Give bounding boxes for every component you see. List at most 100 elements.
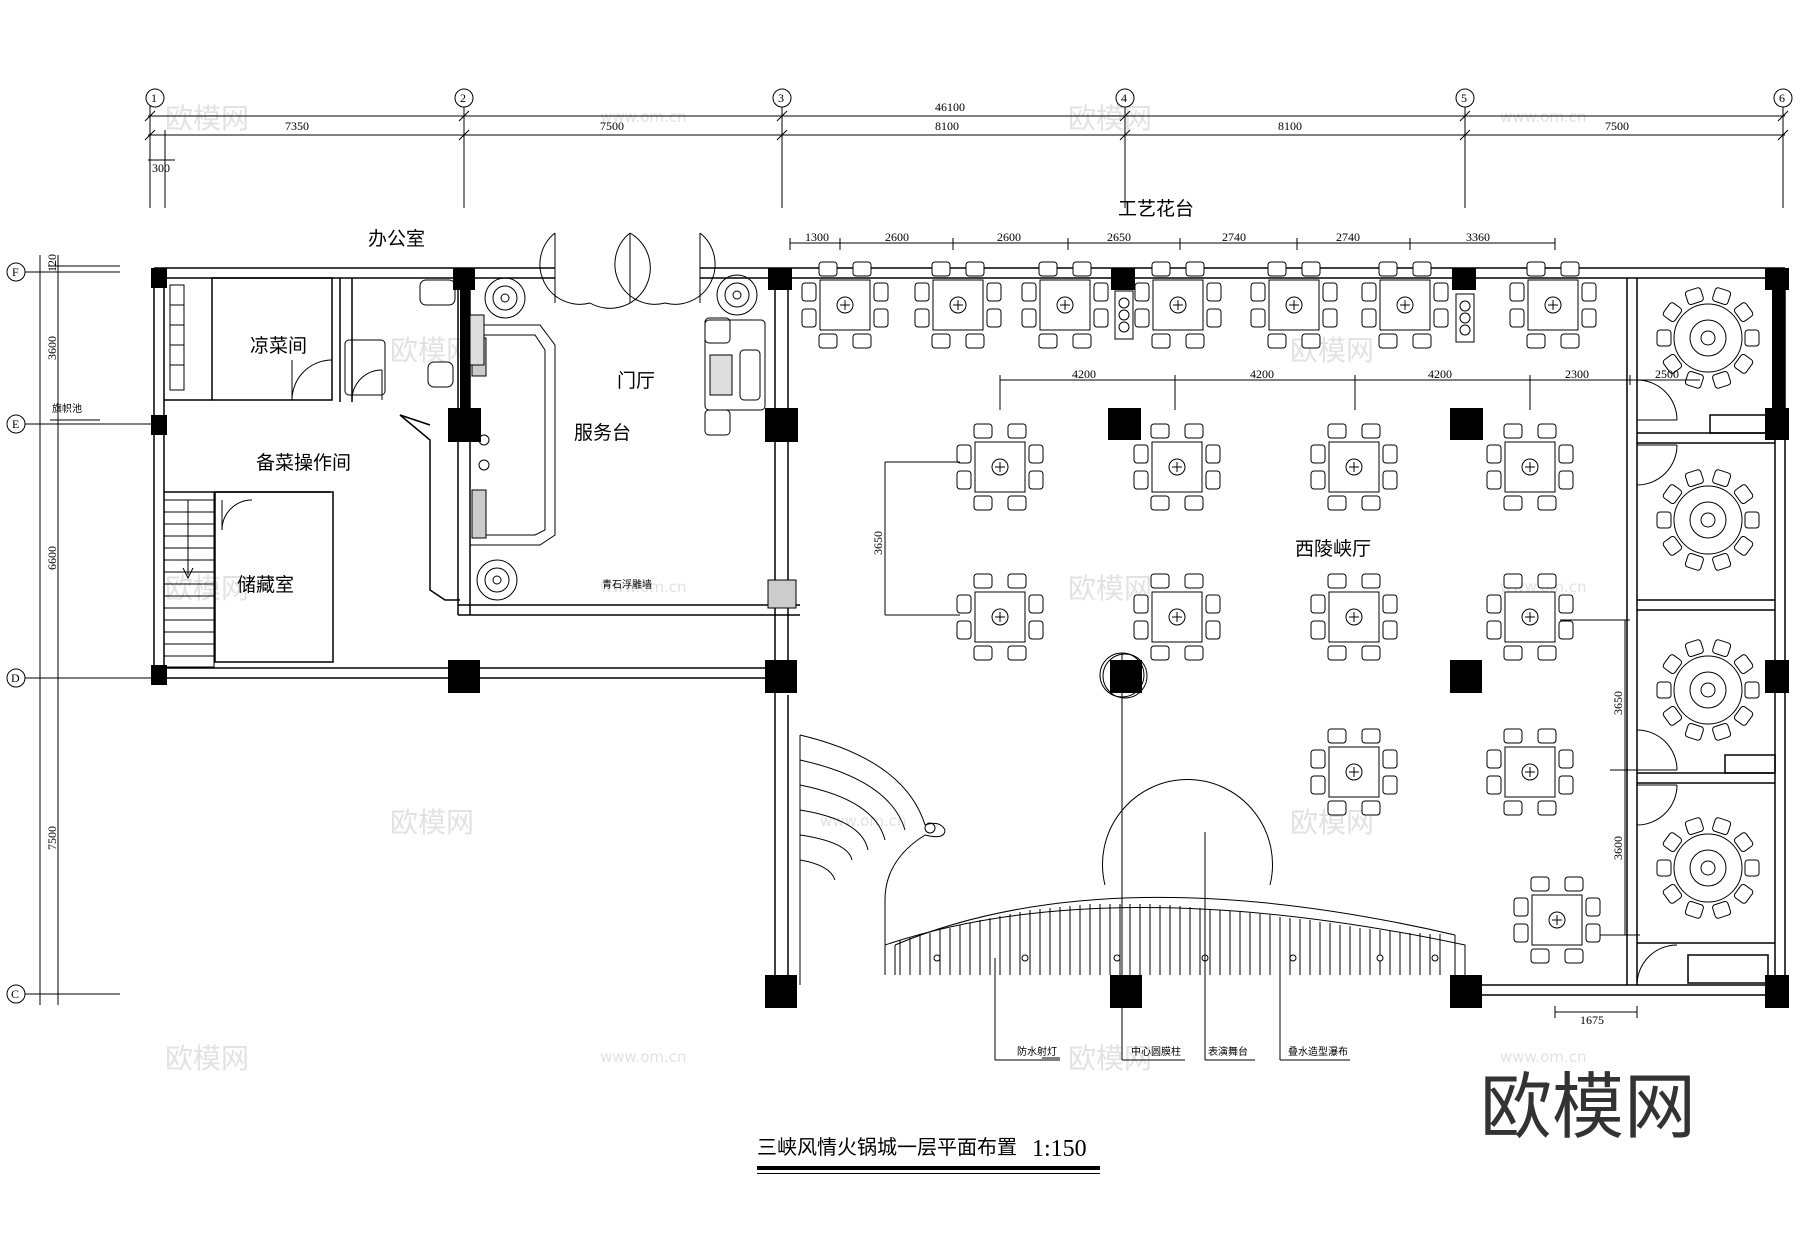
label-office: 办公室 (368, 228, 425, 250)
row-span-5: 2500 (1655, 367, 1679, 381)
plants (476, 274, 758, 601)
round-table (1656, 817, 1760, 919)
watermark: 欧模网 (165, 1042, 249, 1075)
title-underline-thin (757, 1173, 1100, 1174)
row-span-4: 2300 (1565, 367, 1589, 381)
span-3: 8100 (935, 119, 959, 133)
callout-central-column: 中心圆膜柱 (1131, 1045, 1181, 1058)
stage (884, 652, 1466, 1060)
watermark: 欧模网 (1068, 102, 1152, 135)
planter-span-3: 2600 (997, 230, 1021, 244)
hall-dimension-texts: 1300 2600 2600 2650 2740 2740 3360 4200 … (805, 230, 1679, 1027)
square-table (1133, 423, 1221, 511)
span-4: 8100 (1278, 119, 1302, 133)
planter-burner (1455, 293, 1475, 343)
title-underline (757, 1166, 1100, 1170)
thick-walls (460, 268, 1785, 418)
axis-col-3: 3 (778, 91, 784, 105)
top-dimension-lines (144, 98, 1789, 208)
central-column-ring (1102, 653, 1148, 699)
span-5: 7500 (1605, 119, 1629, 133)
watermark-url: www.om.cn (1500, 1048, 1587, 1066)
watermark: 欧模网 (390, 806, 474, 839)
watermark: 欧模网 (165, 102, 249, 135)
row-span-2: 4200 (1250, 367, 1274, 381)
left-span-2: 3600 (45, 336, 59, 360)
axis-col-2: 2 (460, 91, 466, 105)
label-planter: 工艺花台 (1118, 198, 1194, 220)
square-table (1021, 261, 1109, 349)
label-lobby: 门厅 (617, 370, 655, 392)
watermark-url: www.om.cn (600, 1048, 687, 1066)
round-table (1656, 287, 1760, 389)
row-span-1: 4200 (1072, 367, 1096, 381)
service-counter (169, 279, 797, 609)
axis-col-4: 4 (1121, 91, 1127, 105)
left-note: 旗帜池 (52, 402, 82, 415)
column-axis-labels: 1 2 3 4 5 6 46100 7350 7500 8100 8100 75… (151, 91, 1785, 175)
title-block: 三峡风情火锅城一层平面布置 1:150 欧模网 (757, 1065, 1696, 1174)
total-width: 46100 (935, 100, 965, 114)
square-table (1310, 728, 1398, 816)
square-table (1310, 573, 1398, 661)
label-main-hall: 西陵峡厅 (1295, 538, 1371, 560)
watermark-url: www.om.cn (600, 108, 687, 126)
walls (153, 267, 1786, 996)
round-table (1656, 469, 1760, 571)
hall-depth: 3650 (871, 531, 885, 555)
small-offset: 300 (152, 161, 170, 175)
staircase (163, 491, 215, 668)
axis-row-c: C (11, 987, 19, 1001)
square-table (956, 423, 1044, 511)
watermark: 欧模网 (165, 572, 249, 605)
brand-logo: 欧模网 (1480, 1065, 1696, 1149)
label-prep-room: 备菜操作间 (256, 452, 351, 474)
planter-span-5: 2740 (1222, 230, 1246, 244)
watermark-url: www.om.cn (600, 578, 687, 596)
span-1: 7350 (285, 119, 309, 133)
square-table (1486, 423, 1574, 511)
square-table (1361, 261, 1449, 349)
axis-row-d: D (11, 671, 20, 685)
square-table (956, 573, 1044, 661)
column-axis-bubbles (145, 88, 1793, 108)
square-table (801, 261, 889, 349)
structural-columns (151, 268, 1789, 1008)
callouts: 防水射灯 中心圆膜柱 表演舞台 叠水造型瀑布 (1017, 1045, 1348, 1058)
callout-stage: 表演舞台 (1208, 1045, 1248, 1058)
dining-tables (801, 261, 1760, 964)
callout-waterfall: 叠水造型瀑布 (1288, 1045, 1348, 1058)
drawing-scale: 1:150 (1032, 1136, 1087, 1162)
row-axis-bubbles (6, 262, 26, 1004)
left-span-1: 120 (45, 254, 59, 272)
square-table (1250, 261, 1338, 349)
drawing-title: 三峡风情火锅城一层平面布置 (757, 1135, 1017, 1159)
axis-col-6: 6 (1779, 91, 1785, 105)
square-table (1310, 423, 1398, 511)
planter-span-2: 2600 (885, 230, 909, 244)
right-depth-1: 3650 (1611, 691, 1625, 715)
square-table (1133, 573, 1221, 661)
planter-burner (1114, 290, 1134, 340)
watermark-url: www.om.cn (820, 812, 907, 830)
right-depth-2: 3600 (1611, 836, 1625, 860)
left-dimension-lines (25, 255, 155, 1005)
axis-row-e: E (12, 417, 19, 431)
square-table (1509, 261, 1597, 349)
label-cold-kitchen: 凉菜间 (250, 335, 307, 357)
doors (221, 232, 1678, 986)
bottom-width: 1675 (1580, 1013, 1604, 1027)
callout-spotlight: 防水射灯 (1017, 1045, 1057, 1058)
planter-span-4: 2650 (1107, 230, 1131, 244)
row-axis-labels: F E D C 120 3600 6600 7500 旗帜池 (11, 254, 82, 1001)
label-storage: 储藏室 (237, 574, 294, 596)
watermark-url: www.om.cn (1500, 108, 1587, 126)
round-table (1656, 639, 1760, 741)
span-2: 7500 (600, 119, 624, 133)
axis-col-1: 1 (151, 91, 157, 105)
curved-stair (799, 734, 946, 985)
square-table (1486, 728, 1574, 816)
row-span-3: 4200 (1428, 367, 1452, 381)
label-relief-wall: 青石浮雕墙 (602, 578, 652, 591)
